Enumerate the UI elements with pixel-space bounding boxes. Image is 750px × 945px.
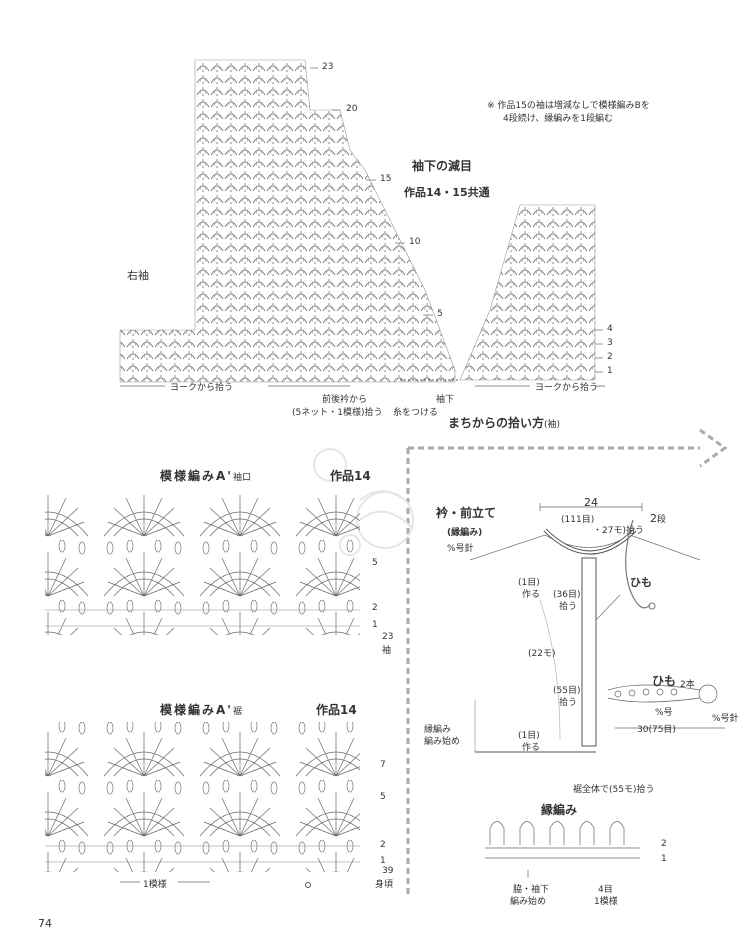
collar-hem-pickup: 裾全体で(55モ)拾う bbox=[573, 785, 655, 795]
sleeve-row-10: 10 bbox=[409, 237, 421, 247]
sleeve-row-20: 20 bbox=[346, 104, 358, 114]
collar-subtitle: (縁編み) bbox=[447, 528, 483, 538]
pattern-hem-chart bbox=[45, 722, 360, 888]
collar-col-22: (22モ) bbox=[528, 649, 556, 659]
underarm-label: 袖下 bbox=[436, 395, 455, 405]
collar-title: 衿・前立て bbox=[436, 506, 497, 520]
underarm-row-3: 3 bbox=[607, 338, 613, 348]
cuff-row-23: 23 bbox=[382, 632, 394, 642]
himo-hook: %号 bbox=[655, 708, 673, 718]
himo-chart bbox=[607, 684, 725, 729]
edging-row-2: 2 bbox=[661, 839, 667, 849]
hem-row-7: 7 bbox=[380, 760, 386, 770]
sleeve-row-23: 23 bbox=[322, 62, 334, 72]
pattern-hem-title-text: 模様編みA' bbox=[160, 703, 233, 717]
attach-yarn-label: 糸をつける bbox=[393, 408, 439, 418]
underarm-row-4: 4 bbox=[607, 324, 613, 334]
hem-row-2: 2 bbox=[380, 840, 386, 850]
sleeve-pickup-left: ヨークから拾う bbox=[170, 383, 234, 393]
sleeve-chart bbox=[119, 59, 456, 383]
pattern-cuff-suffix: 袖口 bbox=[232, 473, 251, 483]
collar-rows: 2段 bbox=[650, 512, 666, 525]
himo-length: 30(75目) bbox=[637, 725, 676, 735]
cuff-row-2: 2 bbox=[372, 603, 378, 613]
collar-left-1b: 作る bbox=[522, 590, 541, 600]
underarm-row-1: 1 bbox=[607, 366, 613, 376]
pattern-cuff-chart bbox=[45, 495, 360, 635]
hem-row-5: 5 bbox=[380, 792, 386, 802]
pattern-cuff-work: 作品14 bbox=[330, 469, 371, 483]
hem-repeat-label: 1模様 bbox=[143, 880, 167, 890]
edging-start-2: 編み始め bbox=[510, 897, 547, 907]
page-number: 74 bbox=[38, 917, 52, 930]
underarm-row-2: 2 bbox=[607, 352, 613, 362]
hem-row-39: 39 bbox=[382, 866, 394, 876]
sleeve-pickup-center-2: (5ネット・1模様)拾う bbox=[292, 408, 383, 418]
edging-row-1: 1 bbox=[661, 854, 667, 864]
sleeve-label: 右袖 bbox=[127, 269, 149, 282]
collar-left-1: (1目) bbox=[518, 578, 540, 588]
pattern-cuff-title: 模様編みA'袖口 bbox=[160, 467, 251, 484]
collar-start-2: 編み始め bbox=[424, 737, 461, 747]
underarm-title: 袖下の減目 bbox=[412, 159, 473, 173]
hem-bottom-label: 身頃 bbox=[375, 880, 394, 890]
underarm-pickup-right: ヨークから拾う bbox=[535, 383, 599, 393]
collar-col-36: (36目) bbox=[553, 590, 581, 600]
gusset-title-suffix: (袖) bbox=[544, 420, 561, 430]
collar-schematic bbox=[469, 503, 701, 753]
pattern-hem-title: 模様編みA'裾 bbox=[160, 701, 242, 718]
himo-title: ひも bbox=[652, 674, 677, 688]
cuff-row-5: 5 bbox=[372, 558, 378, 568]
edging-repeat-1: 4目 bbox=[598, 885, 613, 895]
collar-width-detail-2: ・27モ)拾う bbox=[593, 526, 644, 536]
collar-hook: %号針 bbox=[447, 544, 474, 554]
sleeve-row-5: 5 bbox=[437, 309, 443, 319]
note-line-2: 4段続け、縁編みを1段編む bbox=[503, 114, 614, 124]
himo-hook2: %号針 bbox=[712, 714, 739, 724]
collar-left-2b: 作る bbox=[522, 743, 541, 753]
gusset-title: まちからの拾い方(袖) bbox=[448, 414, 560, 431]
edging-title: 縁編み bbox=[541, 803, 578, 817]
collar-rows-value: 2 bbox=[650, 512, 657, 525]
pattern-cuff-title-text: 模様編みA' bbox=[160, 469, 233, 483]
pattern-hem-suffix: 裾 bbox=[232, 707, 242, 717]
underarm-chart bbox=[400, 204, 596, 381]
collar-left-2: (1目) bbox=[518, 731, 540, 741]
edging-start-1: 脇・袖下 bbox=[513, 885, 550, 895]
collar-col-55: (55目) bbox=[553, 686, 581, 696]
edging-repeat-2: 1模様 bbox=[594, 897, 618, 907]
collar-col-55b: 拾う bbox=[559, 698, 578, 708]
collar-col-36b: 拾う bbox=[559, 602, 578, 612]
gusset-arrow bbox=[406, 428, 728, 898]
collar-width-detail: (111目) bbox=[561, 515, 595, 525]
collar-himo-label: ひも bbox=[630, 576, 652, 589]
collar-rows-unit: 段 bbox=[657, 515, 667, 525]
collar-width: 24 bbox=[584, 496, 598, 509]
sleeve-pickup-center-1: 前後衿から bbox=[322, 395, 368, 405]
collar-start-1: 縁編み bbox=[424, 725, 452, 735]
cuff-row-1: 1 bbox=[372, 620, 378, 630]
cuff-bottom-label: 袖 bbox=[382, 646, 392, 656]
himo-count: 2本 bbox=[680, 680, 695, 690]
sleeve-row-15: 15 bbox=[380, 174, 392, 184]
gusset-title-text: まちからの拾い方 bbox=[448, 416, 545, 430]
hem-row-1: 1 bbox=[380, 856, 386, 866]
row-arrows bbox=[310, 67, 603, 373]
edging-chart bbox=[485, 821, 640, 878]
pattern-hem-work: 作品14 bbox=[316, 703, 357, 717]
underarm-subtitle: 作品14・15共通 bbox=[404, 186, 490, 199]
note-line-1: ※ 作品15の袖は増減なしで模様編みBを bbox=[487, 101, 650, 111]
